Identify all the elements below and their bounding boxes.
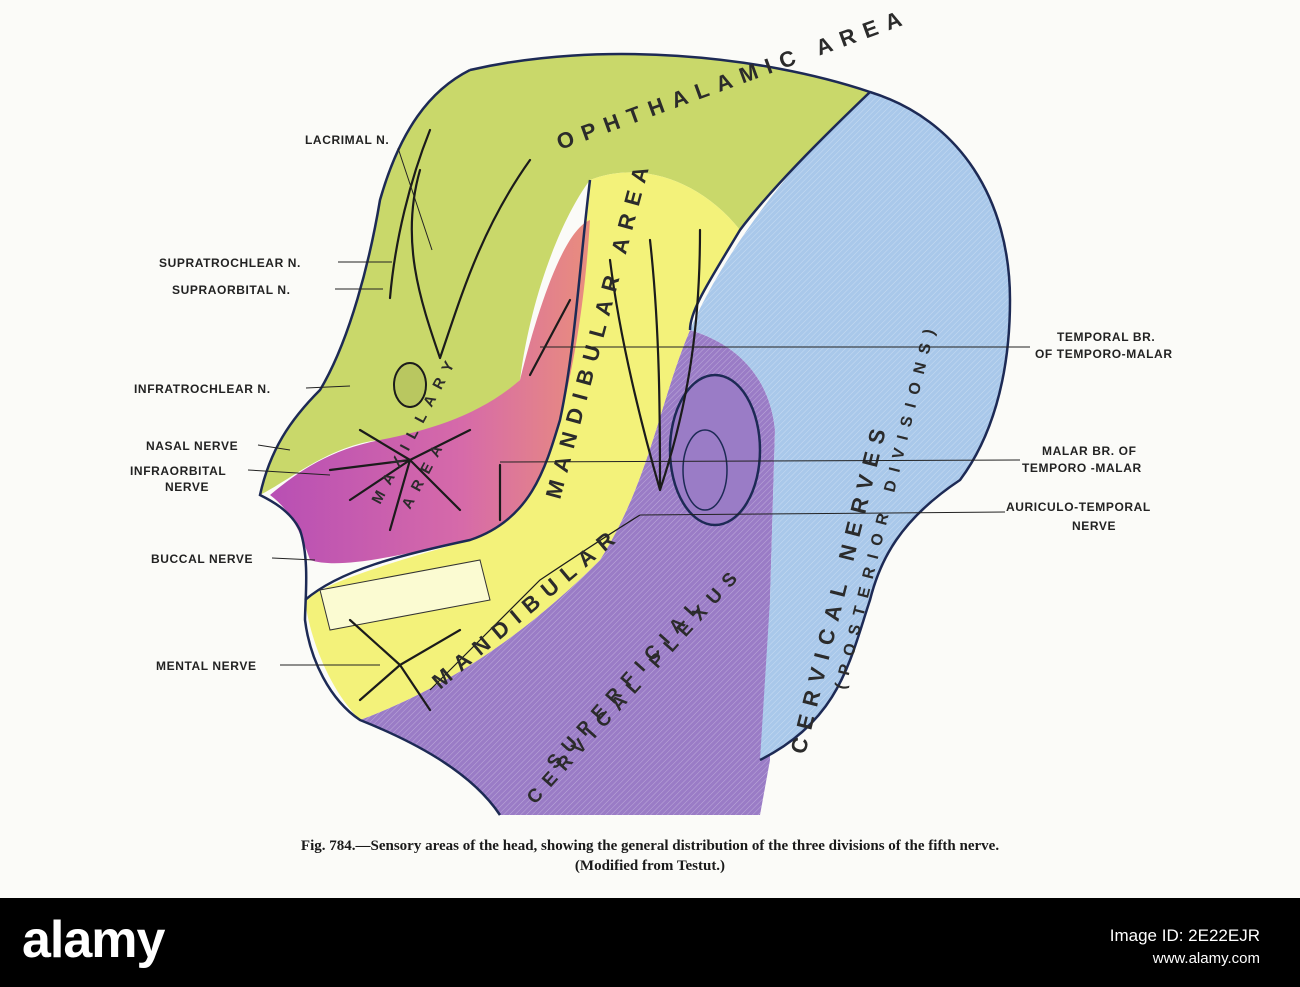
mental-branches bbox=[348, 618, 462, 712]
label-infratrochlear: INFRATROCHLEAR N. bbox=[134, 382, 271, 396]
label-supraorbital: SUPRAORBITAL N. bbox=[172, 283, 291, 297]
label-auriculo-2: NERVE bbox=[1072, 519, 1116, 533]
infraorbital-branches bbox=[328, 428, 472, 532]
label-malar-1: MALAR BR. OF bbox=[1042, 444, 1137, 458]
label-mental: MENTAL NERVE bbox=[156, 659, 257, 673]
figure-caption: Fig. 784.—Sensory areas of the head, sho… bbox=[0, 836, 1300, 876]
supratrochlear-nerve bbox=[388, 128, 432, 300]
boundary-line bbox=[304, 179, 592, 601]
ear bbox=[668, 373, 762, 527]
eye bbox=[393, 362, 427, 408]
head-sensory-diagram: OPHTHALAMIC AREA MAXILLARY AREA MANDIBUL… bbox=[130, 3, 1173, 816]
label-infraorbital-1: INFRAORBITAL bbox=[130, 464, 226, 478]
label-lacrimal: LACRIMAL N. bbox=[305, 133, 389, 147]
label-buccal: BUCCAL NERVE bbox=[151, 552, 253, 566]
label-temporal-2: OF TEMPORO-MALAR bbox=[1035, 347, 1173, 361]
label-auriculo-1: AURICULO-TEMPORAL bbox=[1006, 500, 1151, 514]
image-id-text: Image ID: 2E22EJR bbox=[1109, 926, 1260, 945]
alamy-logo[interactable]: alamy bbox=[22, 911, 165, 969]
stock-url-link[interactable]: www.alamy.com bbox=[1152, 950, 1260, 967]
temporal-branch bbox=[528, 298, 572, 377]
mandible-edge-nerve bbox=[429, 514, 641, 691]
caption-line-1: Fig. 784.—Sensory areas of the head, sho… bbox=[300, 838, 1000, 854]
supraorbital-nerve bbox=[410, 158, 532, 360]
caption-line-2: (Modified from Testut.) bbox=[574, 858, 726, 874]
label-infraorbital-2: NERVE bbox=[165, 480, 209, 494]
label-nasal: NASAL NERVE bbox=[146, 439, 238, 453]
watermark-bar bbox=[0, 898, 1300, 987]
label-supratrochlear: SUPRATROCHLEAR N. bbox=[159, 256, 301, 270]
teeth bbox=[319, 559, 491, 631]
label-malar-2: TEMPORO -MALAR bbox=[1022, 461, 1142, 475]
maxillary-region bbox=[270, 220, 590, 564]
auriculotemporal-branches bbox=[608, 228, 702, 492]
label-temporal-1: TEMPORAL BR. bbox=[1057, 330, 1155, 344]
head-outline bbox=[258, 52, 1012, 816]
figure-panel: OPHTHALAMIC AREA MAXILLARY AREA MANDIBUL… bbox=[0, 3, 1300, 876]
